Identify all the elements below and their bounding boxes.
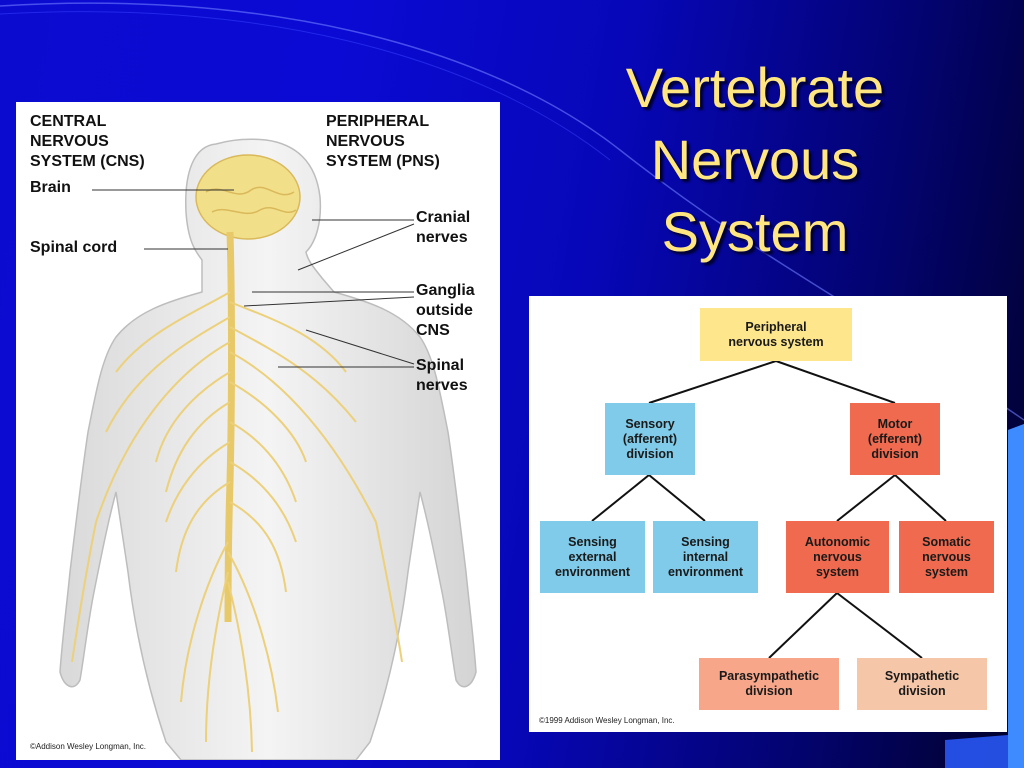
title-line-3: System <box>661 200 849 263</box>
slide-title: Vertebrate Nervous System <box>590 52 920 268</box>
spinal-cord-label: Spinal cord <box>30 239 118 256</box>
title-line-2: Nervous <box>650 128 860 191</box>
spinal-nerves-label: Spinal nerves <box>416 357 468 394</box>
node-sympathetic-division: Sympathetic division <box>857 658 987 710</box>
hierarchy-connectors <box>591 360 947 659</box>
node-sensory-division: Sensory (afferent) division <box>605 403 695 475</box>
node-somatic-nervous-system: Somatic nervous system <box>899 521 994 593</box>
cns-heading: CENTRAL NERVOUS SYSTEM (CNS) <box>30 113 145 170</box>
title-line-1: Vertebrate <box>625 56 885 119</box>
human-body-figure <box>59 138 477 760</box>
node-autonomic-nervous-system: Autonomic nervous system <box>786 521 889 593</box>
node-sensing-internal: Sensing internal environment <box>653 521 758 593</box>
cranial-nerves-label: Cranial nerves <box>416 209 471 246</box>
right-copyright: ©1999 Addison Wesley Longman, Inc. <box>539 716 675 725</box>
pns-hierarchy-diagram: Peripheral nervous system Sensory (affer… <box>529 296 1007 732</box>
node-motor-division: Motor (efferent) division <box>850 403 940 475</box>
node-parasympathetic-division: Parasympathetic division <box>699 658 839 710</box>
left-copyright: ©Addison Wesley Longman, Inc. <box>30 742 147 751</box>
brain-label: Brain <box>30 179 71 196</box>
pns-heading: PERIPHERAL NERVOUS SYSTEM (PNS) <box>326 113 440 170</box>
ganglia-label: Ganglia outside CNS <box>416 282 475 339</box>
node-sensing-external: Sensing external environment <box>540 521 645 593</box>
node-peripheral-nervous-system: Peripheral nervous system <box>700 308 852 361</box>
nervous-system-illustration: CENTRAL NERVOUS SYSTEM (CNS) PERIPHERAL … <box>16 102 500 760</box>
